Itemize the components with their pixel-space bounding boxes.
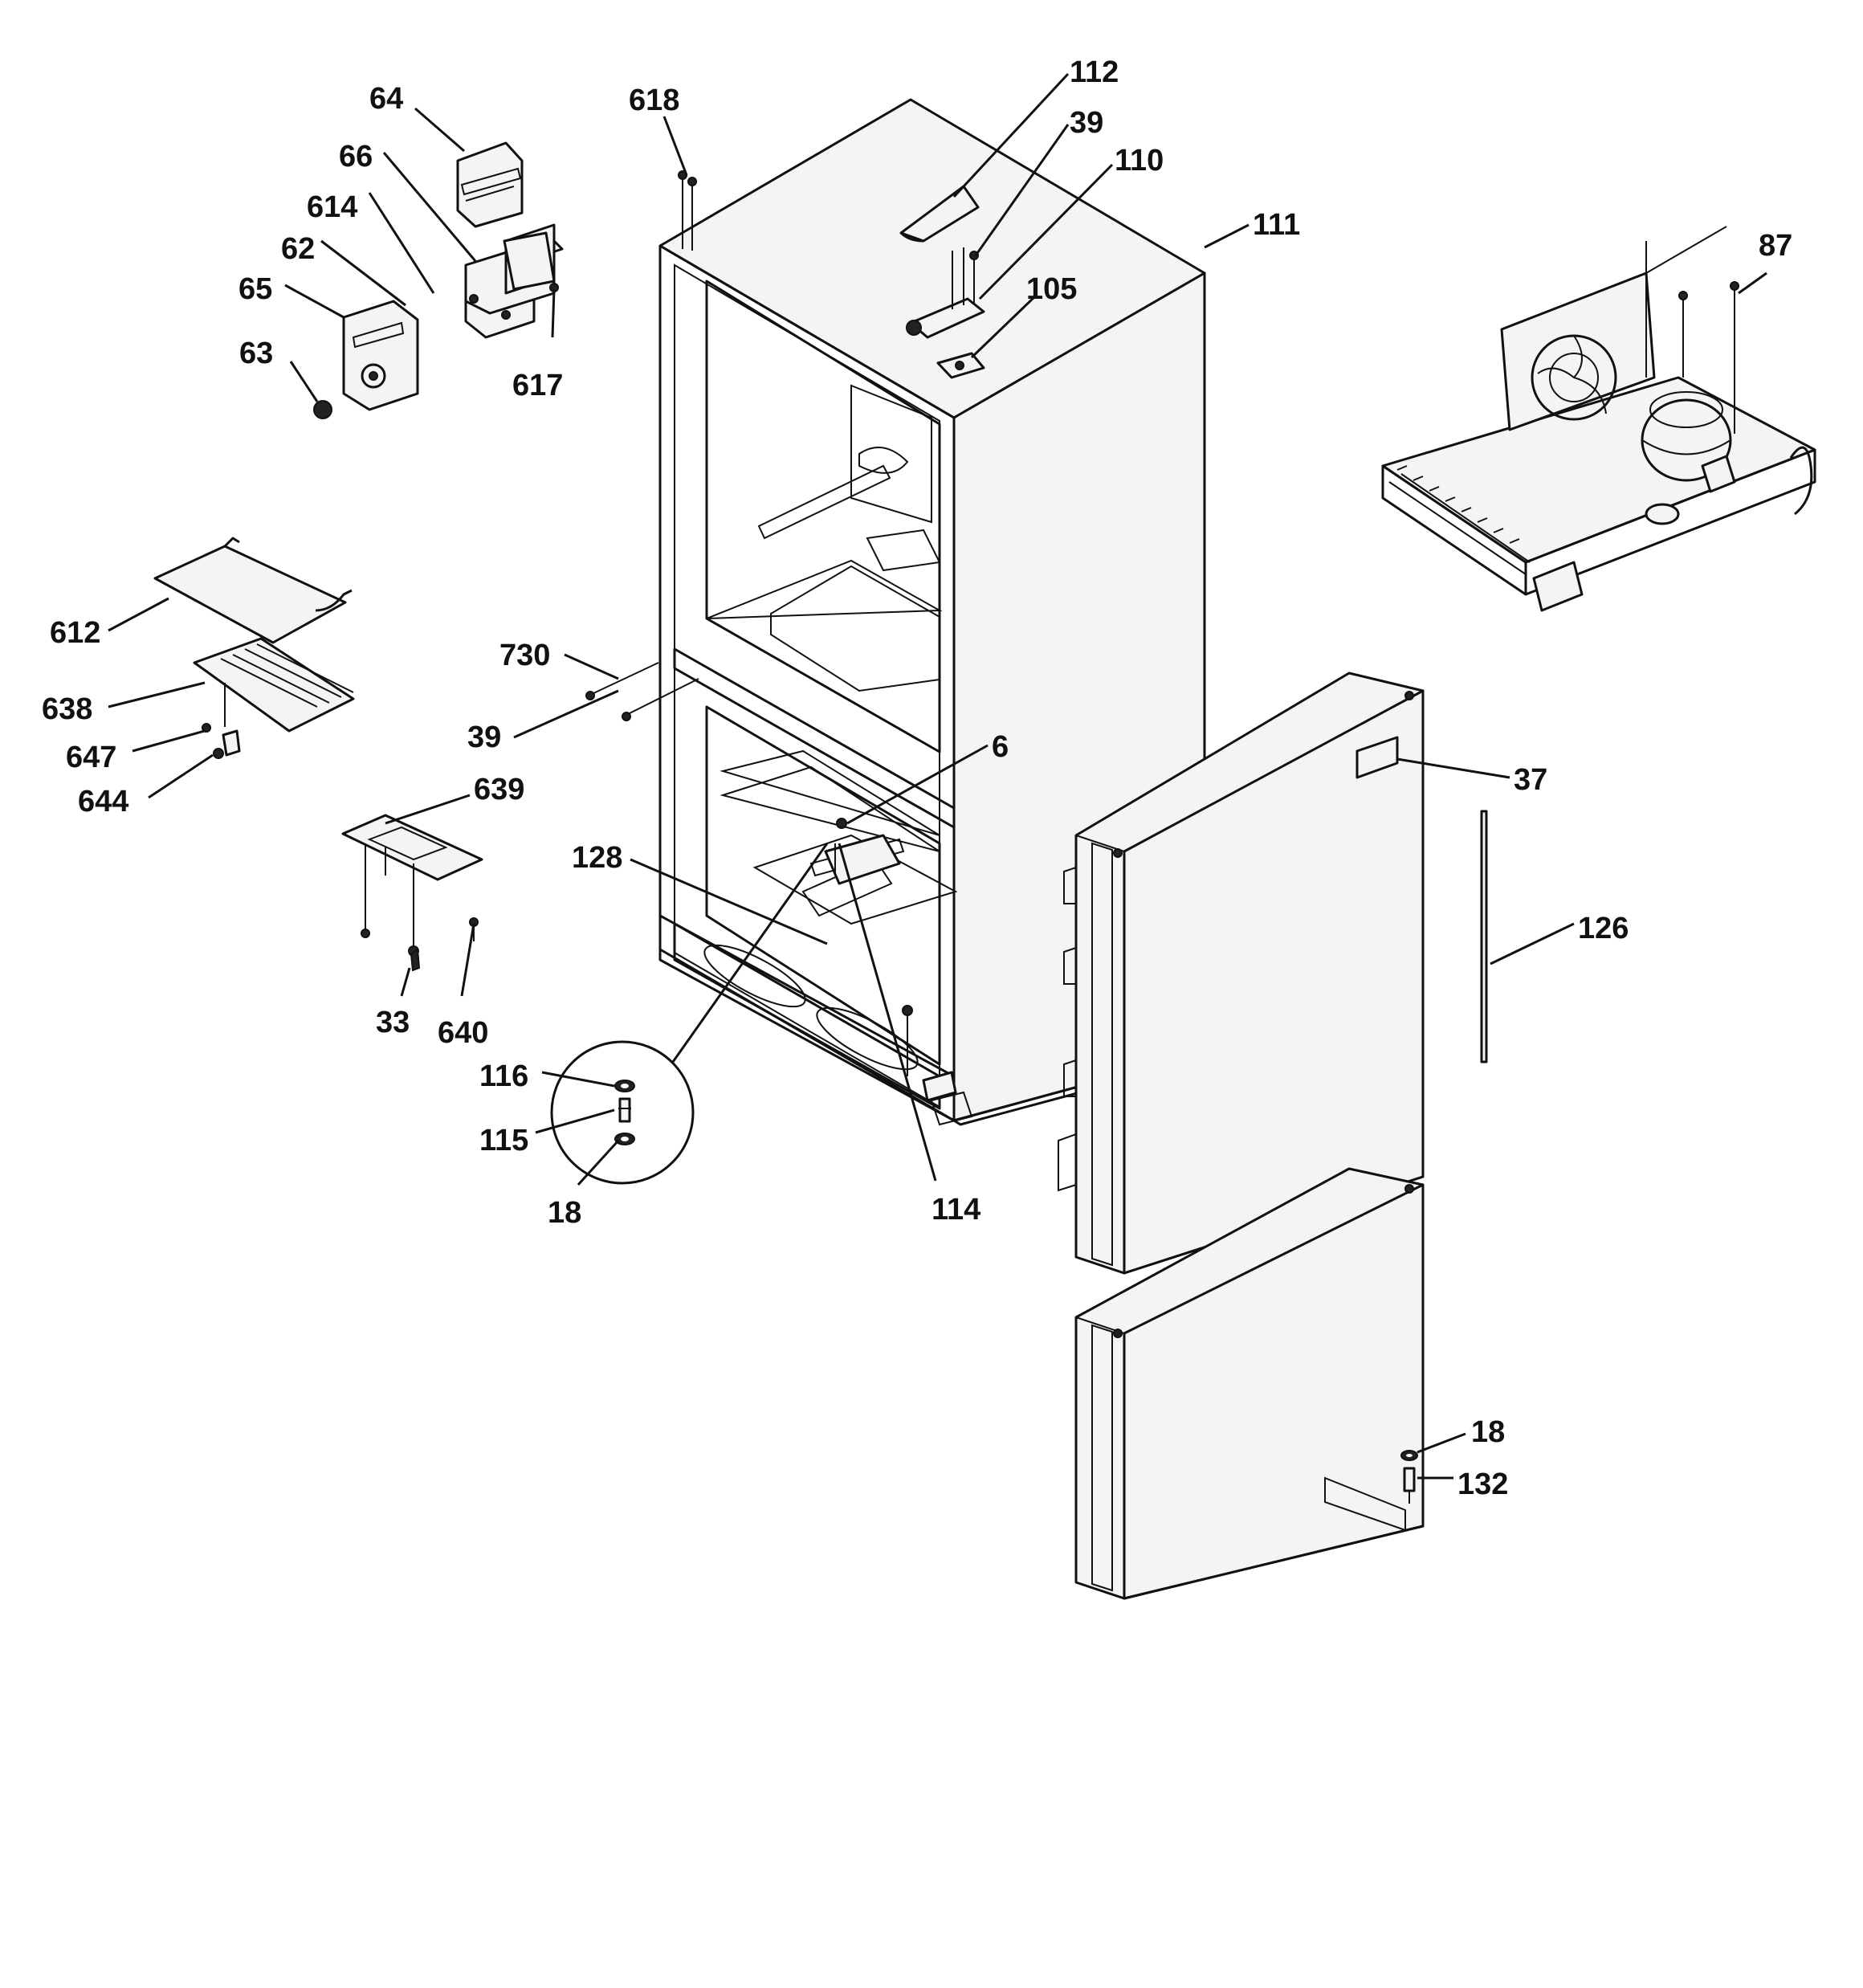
drain-fitting: [202, 683, 226, 733]
callout-110: 110: [1115, 144, 1164, 178]
callout-18-door: 18: [1471, 1415, 1505, 1449]
callout-618: 618: [629, 84, 679, 117]
callout-644: 644: [78, 785, 128, 818]
door-pin-132: [1403, 1467, 1416, 1504]
callout-116: 116: [479, 1059, 528, 1093]
callout-128: 128: [572, 841, 622, 875]
callout-62: 62: [281, 232, 315, 266]
callout-612: 612: [50, 616, 100, 650]
callout-18-detail: 18: [548, 1196, 581, 1230]
callout-105: 105: [1026, 272, 1077, 306]
control-housing-cover: [456, 141, 524, 228]
screw-39-left: [622, 678, 699, 721]
machine-compartment-assembly: [1381, 226, 1816, 612]
screw-730: [585, 662, 659, 700]
callout-638: 638: [42, 692, 92, 726]
callout-66: 66: [339, 140, 373, 173]
evaporator-cover: [153, 537, 353, 644]
callout-126: 126: [1578, 912, 1629, 945]
callout-87: 87: [1759, 229, 1792, 263]
callout-64: 64: [369, 82, 403, 116]
callout-39-top: 39: [1070, 106, 1103, 140]
evaporator-pan: [193, 637, 355, 733]
door-washer-18: [1400, 1450, 1418, 1461]
freezer-door: [1074, 1167, 1425, 1600]
drain-valve: [213, 729, 241, 759]
fresh-food-door: [1058, 672, 1425, 1275]
freezer-bracket: [341, 814, 483, 957]
top-hinge: [906, 247, 985, 339]
callout-112: 112: [1070, 55, 1119, 89]
callout-6: 6: [992, 730, 1009, 764]
callout-115: 115: [479, 1124, 528, 1157]
callout-639: 639: [474, 773, 524, 806]
callout-65: 65: [238, 272, 272, 306]
leader-lines: [108, 72, 1767, 1480]
callout-132: 132: [1457, 1468, 1508, 1501]
callout-647: 647: [66, 741, 116, 774]
callout-37: 37: [1514, 763, 1547, 797]
callout-33: 33: [376, 1006, 410, 1039]
control-box: [342, 300, 419, 411]
hinge-shim: [936, 352, 985, 379]
callout-640: 640: [438, 1016, 488, 1050]
freezer-slide-assembly: [824, 818, 901, 885]
callout-39-left: 39: [467, 720, 501, 754]
bracket-clip: [503, 231, 559, 292]
callout-617: 617: [512, 369, 563, 402]
bottom-hinge: [902, 1005, 957, 1102]
screw-33: [410, 948, 421, 972]
top-hinge-cover: [899, 185, 980, 243]
callout-111: 111: [1253, 208, 1300, 242]
control-knob: [313, 400, 332, 419]
gasket-strip: [1480, 810, 1488, 1063]
callout-730: 730: [499, 639, 550, 672]
callout-614: 614: [307, 190, 357, 224]
callout-114: 114: [932, 1193, 980, 1227]
callout-labels: 64 66 614 62 65 63 617 618 112 39 110 11…: [42, 55, 1792, 1501]
callout-63: 63: [239, 337, 273, 370]
door-rating-label: [1355, 736, 1399, 779]
detail-circle-hinge-pin: [550, 843, 829, 1185]
